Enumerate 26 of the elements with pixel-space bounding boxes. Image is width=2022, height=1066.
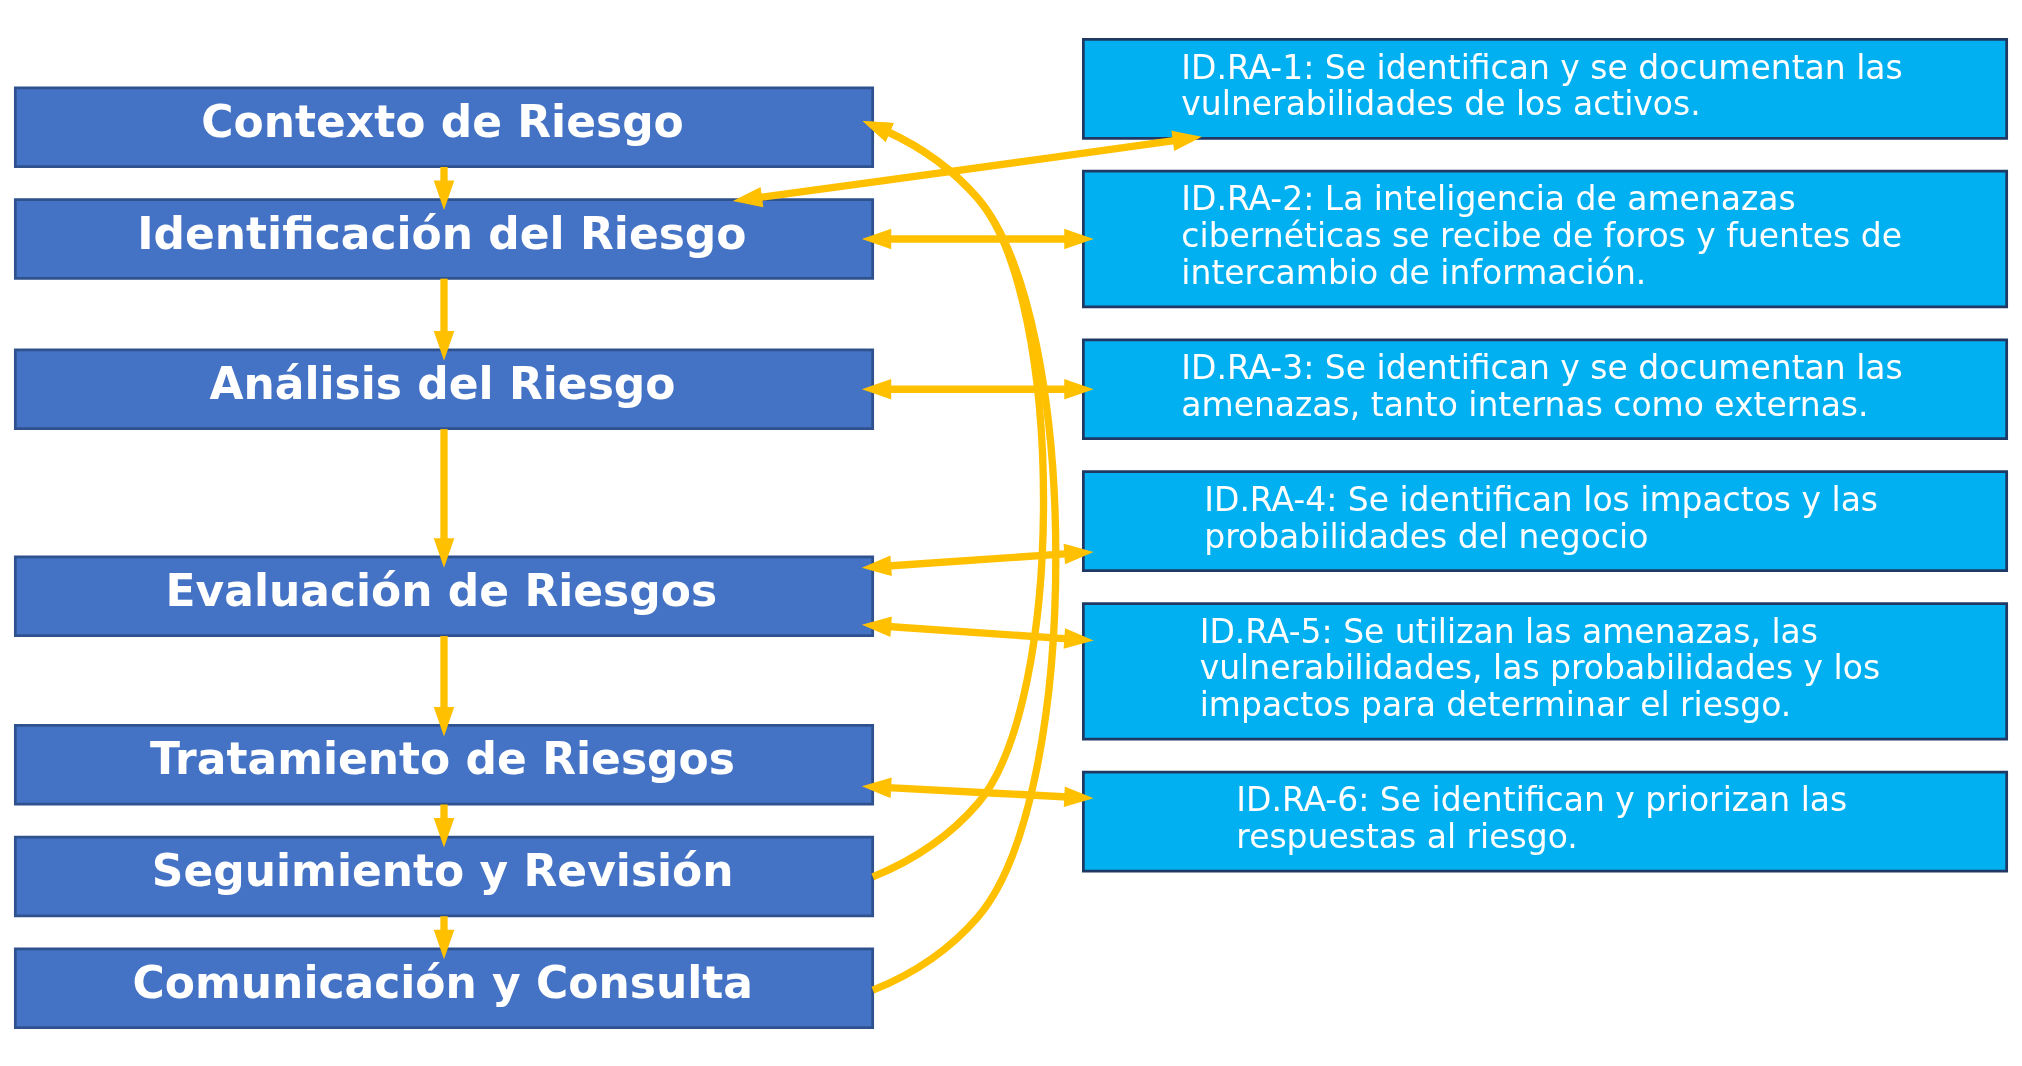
node-box: ID.RA-4: Se identifican los impactos y las probabilidades del negocio (1082, 469, 2009, 572)
node-box: Tratamiento de Riesgos (13, 723, 875, 806)
arrow (861, 543, 1094, 576)
arrow (732, 130, 1202, 207)
node-box: ID.RA-3: Se identifican y se documentan las amenazas, tanto internas como externas. (1082, 337, 2009, 440)
node-box: Comunicación y Consulta (13, 947, 875, 1029)
arrow (433, 166, 455, 210)
arrow (861, 777, 1094, 807)
arrow (862, 120, 1060, 994)
node-box: Contexto de Riesgo (13, 86, 875, 168)
arrow (861, 378, 1094, 400)
arrow (862, 120, 1048, 880)
node-box: ID.RA-6: Se identifican y priorizan las respuestas al riesgo. (1082, 770, 2009, 872)
node-box: Evaluación de Riesgos (13, 555, 875, 637)
node-box: Análisis del Riesgo (13, 347, 875, 430)
arrow (433, 915, 455, 959)
node-box: Identificación del Riesgo (13, 197, 875, 280)
arrow (861, 615, 1094, 649)
node-box: ID.RA-5: Se utilizan las amenazas, las vulnerabilidades, las probabilidades y los impactos para determinar el riesgo. (1082, 601, 2009, 740)
node-box: ID.RA-2: La inteligencia de amenazas cibernéticas se recibe de foros y fuentes de intercambio de información. (1082, 169, 2009, 308)
node-box: ID.RA-1: Se identifican y se documentan las vulnerabilidades de los activos. (1082, 37, 2009, 140)
arrow (433, 635, 455, 736)
arrow (433, 428, 455, 568)
node-box: Seguimiento y Revisión (13, 835, 875, 917)
arrow (861, 228, 1094, 249)
arrow (433, 278, 455, 360)
